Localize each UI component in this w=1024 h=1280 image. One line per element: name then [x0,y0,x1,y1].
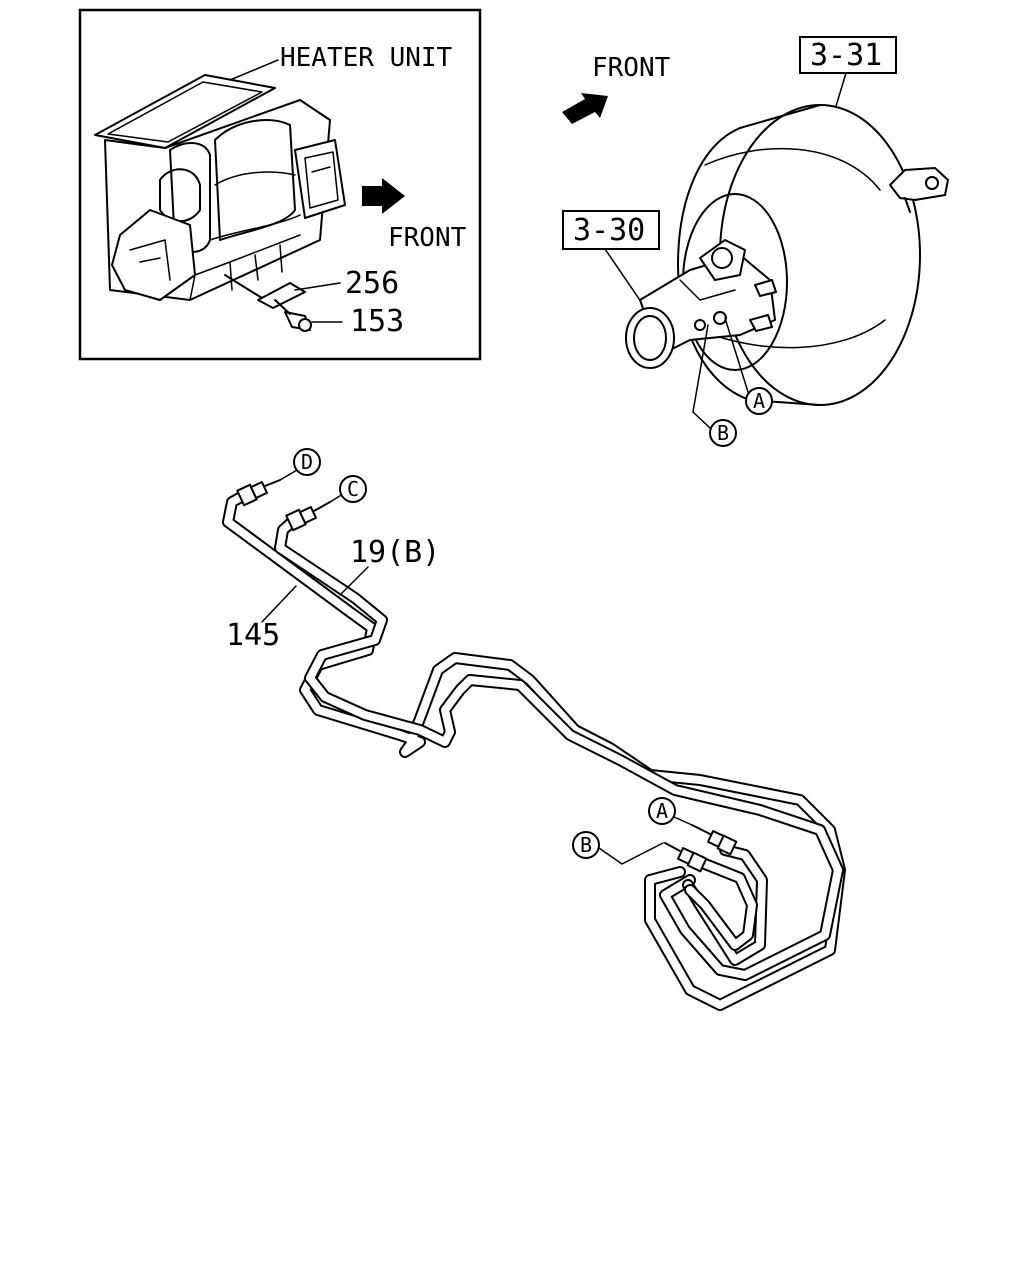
fitting-c [285,501,331,532]
pipe-callout-d: D [301,450,313,474]
heater-unit-inset: HEATER UNIT FRONT 256 153 [78,8,482,361]
pipe-callout-c: C [347,477,359,501]
booster-callout-a: A [753,389,765,413]
part-256-label: 256 [345,266,399,301]
booster-callout-b: B [717,421,729,445]
ref-3-31-label: 3-31 [810,38,882,73]
callout-a-circle [745,387,773,415]
callout-a-circle [648,797,676,825]
fitting-b [664,842,708,873]
front-arrow-icon [562,93,608,124]
brake-booster-assembly: FRONT 3-31 3-30 [562,36,949,447]
ref-3-30-box [562,210,660,250]
fitting-d [236,479,281,507]
part-19b-label: 19(B) [350,535,440,570]
master-cylinder [625,239,777,369]
callout-c-circle [339,475,367,503]
inset-front-label: FRONT [388,223,467,253]
heater-unit-drawing [94,74,346,332]
ref-3-31-box [799,36,897,74]
booster-shell [677,104,949,406]
pipe-callout-b: B [580,833,592,857]
heater-unit-label: HEATER UNIT [280,43,453,73]
callout-b-circle [572,831,600,859]
part-145-label: 145 [226,618,280,653]
callout-d-circle [293,448,321,476]
booster-front-label: FRONT [592,53,671,83]
pipe-callout-a: A [656,799,668,823]
ref-3-30-label: 3-30 [573,213,645,248]
part-153-label: 153 [350,304,404,339]
front-arrow-icon [362,178,405,214]
fitting-a [691,824,738,856]
brake-pipes: D C 19(B) 145 A B [222,448,846,1011]
callout-b-circle [709,419,737,447]
